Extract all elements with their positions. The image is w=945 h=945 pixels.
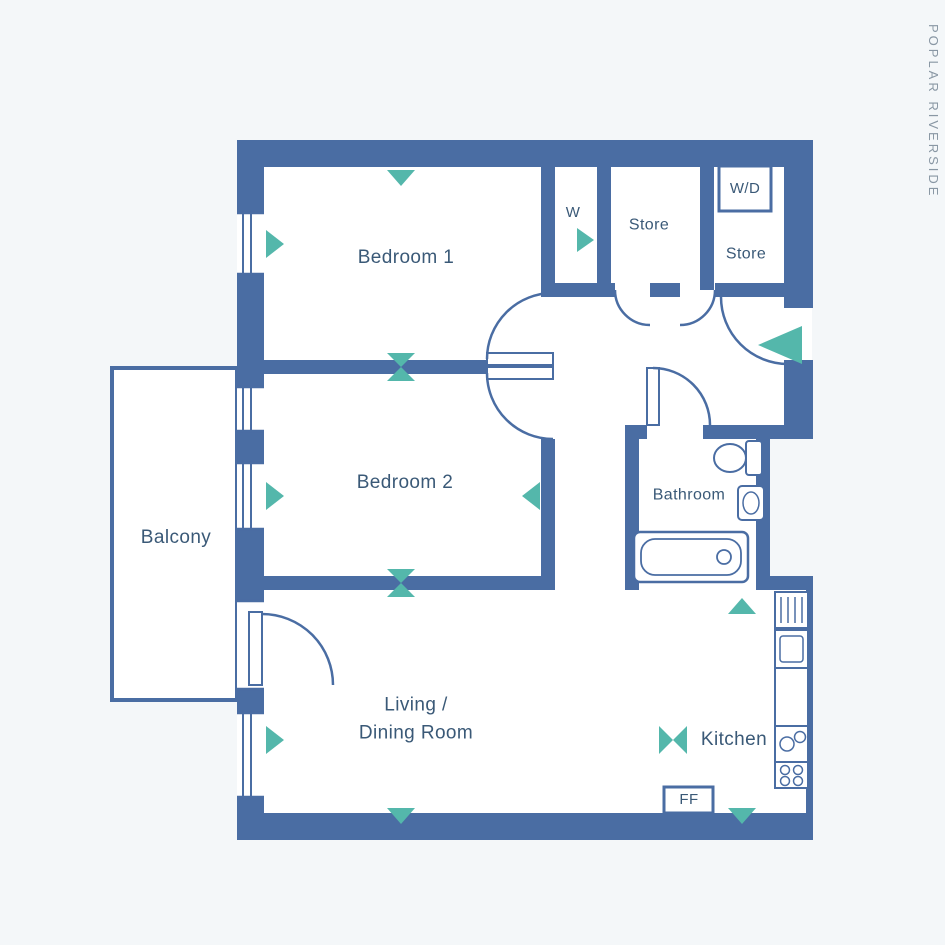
wall-notch-top [756, 425, 813, 439]
wall-wardrobe-east [597, 167, 611, 290]
brand-vertical-text: POPLAR RIVERSIDE [926, 24, 941, 199]
kitchen-hob [774, 761, 809, 789]
wall-store-east [700, 167, 714, 290]
room-label-bedroom2: Bedroom 2 [356, 472, 454, 494]
store-door-left [613, 289, 651, 327]
room-label-fridge-freezer: FF [679, 791, 699, 809]
wall-right-kitchen [806, 576, 813, 840]
room-label-store-right: Store [725, 245, 767, 263]
marker-bottom-window [387, 808, 415, 824]
marker-wardrobe [577, 228, 594, 252]
window-markers [266, 170, 802, 824]
bathroom-fixtures [632, 440, 765, 584]
apartment-floor [237, 140, 813, 840]
wall-stores-south-b [650, 283, 680, 297]
wall-bedroom-divider [237, 360, 487, 374]
windows [237, 211, 264, 799]
marker-divider-b [387, 367, 415, 381]
wall-notch-bottom [756, 576, 813, 590]
balcony-door [237, 599, 335, 691]
wall-bedroom2-south [237, 576, 555, 590]
marker-bathroom-south [728, 598, 756, 614]
basin-bowl [742, 491, 760, 515]
room-label-kitchen: Kitchen [700, 729, 768, 751]
entrance-door [719, 296, 789, 366]
marker-kitchen-b [673, 726, 687, 754]
marker-bedroom2-window [266, 482, 284, 510]
store-door-right [679, 289, 717, 327]
bathroom-door [646, 366, 712, 426]
kitchen-fixtures [774, 591, 809, 789]
doors [237, 289, 789, 691]
window-bedroom1 [237, 211, 264, 276]
wall-right-top [784, 140, 813, 308]
washer-dryer-box [717, 164, 773, 213]
room-label-bedroom1: Bedroom 1 [357, 247, 455, 269]
entrance-arrow [758, 326, 802, 364]
wall-bedroom1-east [541, 167, 555, 290]
fridge-freezer-box [662, 785, 715, 815]
wall-top [237, 140, 812, 167]
kitchen-unit-grill [774, 591, 809, 629]
marker-living-window [266, 726, 284, 754]
marker-divider-a [387, 353, 415, 367]
bedroom2-door [485, 366, 554, 441]
toilet-cistern [745, 440, 763, 476]
marker-kitchen-bottom [728, 808, 756, 824]
wall-bathroom-top-a [625, 425, 647, 439]
wall-bottom [237, 813, 813, 840]
marker-bedroom1-window [266, 230, 284, 258]
marker-kitchen-a [659, 726, 673, 754]
marker-top-window [387, 170, 415, 186]
bathtub-inner [640, 538, 742, 576]
kitchen-counter [774, 667, 809, 727]
room-label-wardrobe: W [565, 204, 581, 222]
room-label-living-dining: Living / Dining Room [358, 694, 474, 743]
room-label-store-top: Store [628, 216, 670, 234]
wall-bedroom2-east [541, 439, 555, 590]
room-label-balcony: Balcony [140, 527, 212, 549]
window-bedroom2-upper [237, 385, 264, 433]
wall-stores-south-c [715, 283, 784, 297]
bathtub-drain [716, 549, 732, 565]
wall-bathroom-top-b [703, 425, 770, 439]
room-label-washer-dryer: W/D [729, 180, 761, 198]
bedroom1-door [485, 291, 554, 366]
window-living [237, 711, 264, 799]
room-label-bathroom: Bathroom [652, 486, 726, 504]
toilet-bowl [713, 443, 747, 473]
marker-bedroom2-east [522, 482, 540, 510]
marker-bedroom2-south-b [387, 583, 415, 597]
wall-stores-south-a [541, 283, 615, 297]
marker-bedroom2-south-a [387, 569, 415, 583]
window-bedroom2 [237, 461, 264, 531]
